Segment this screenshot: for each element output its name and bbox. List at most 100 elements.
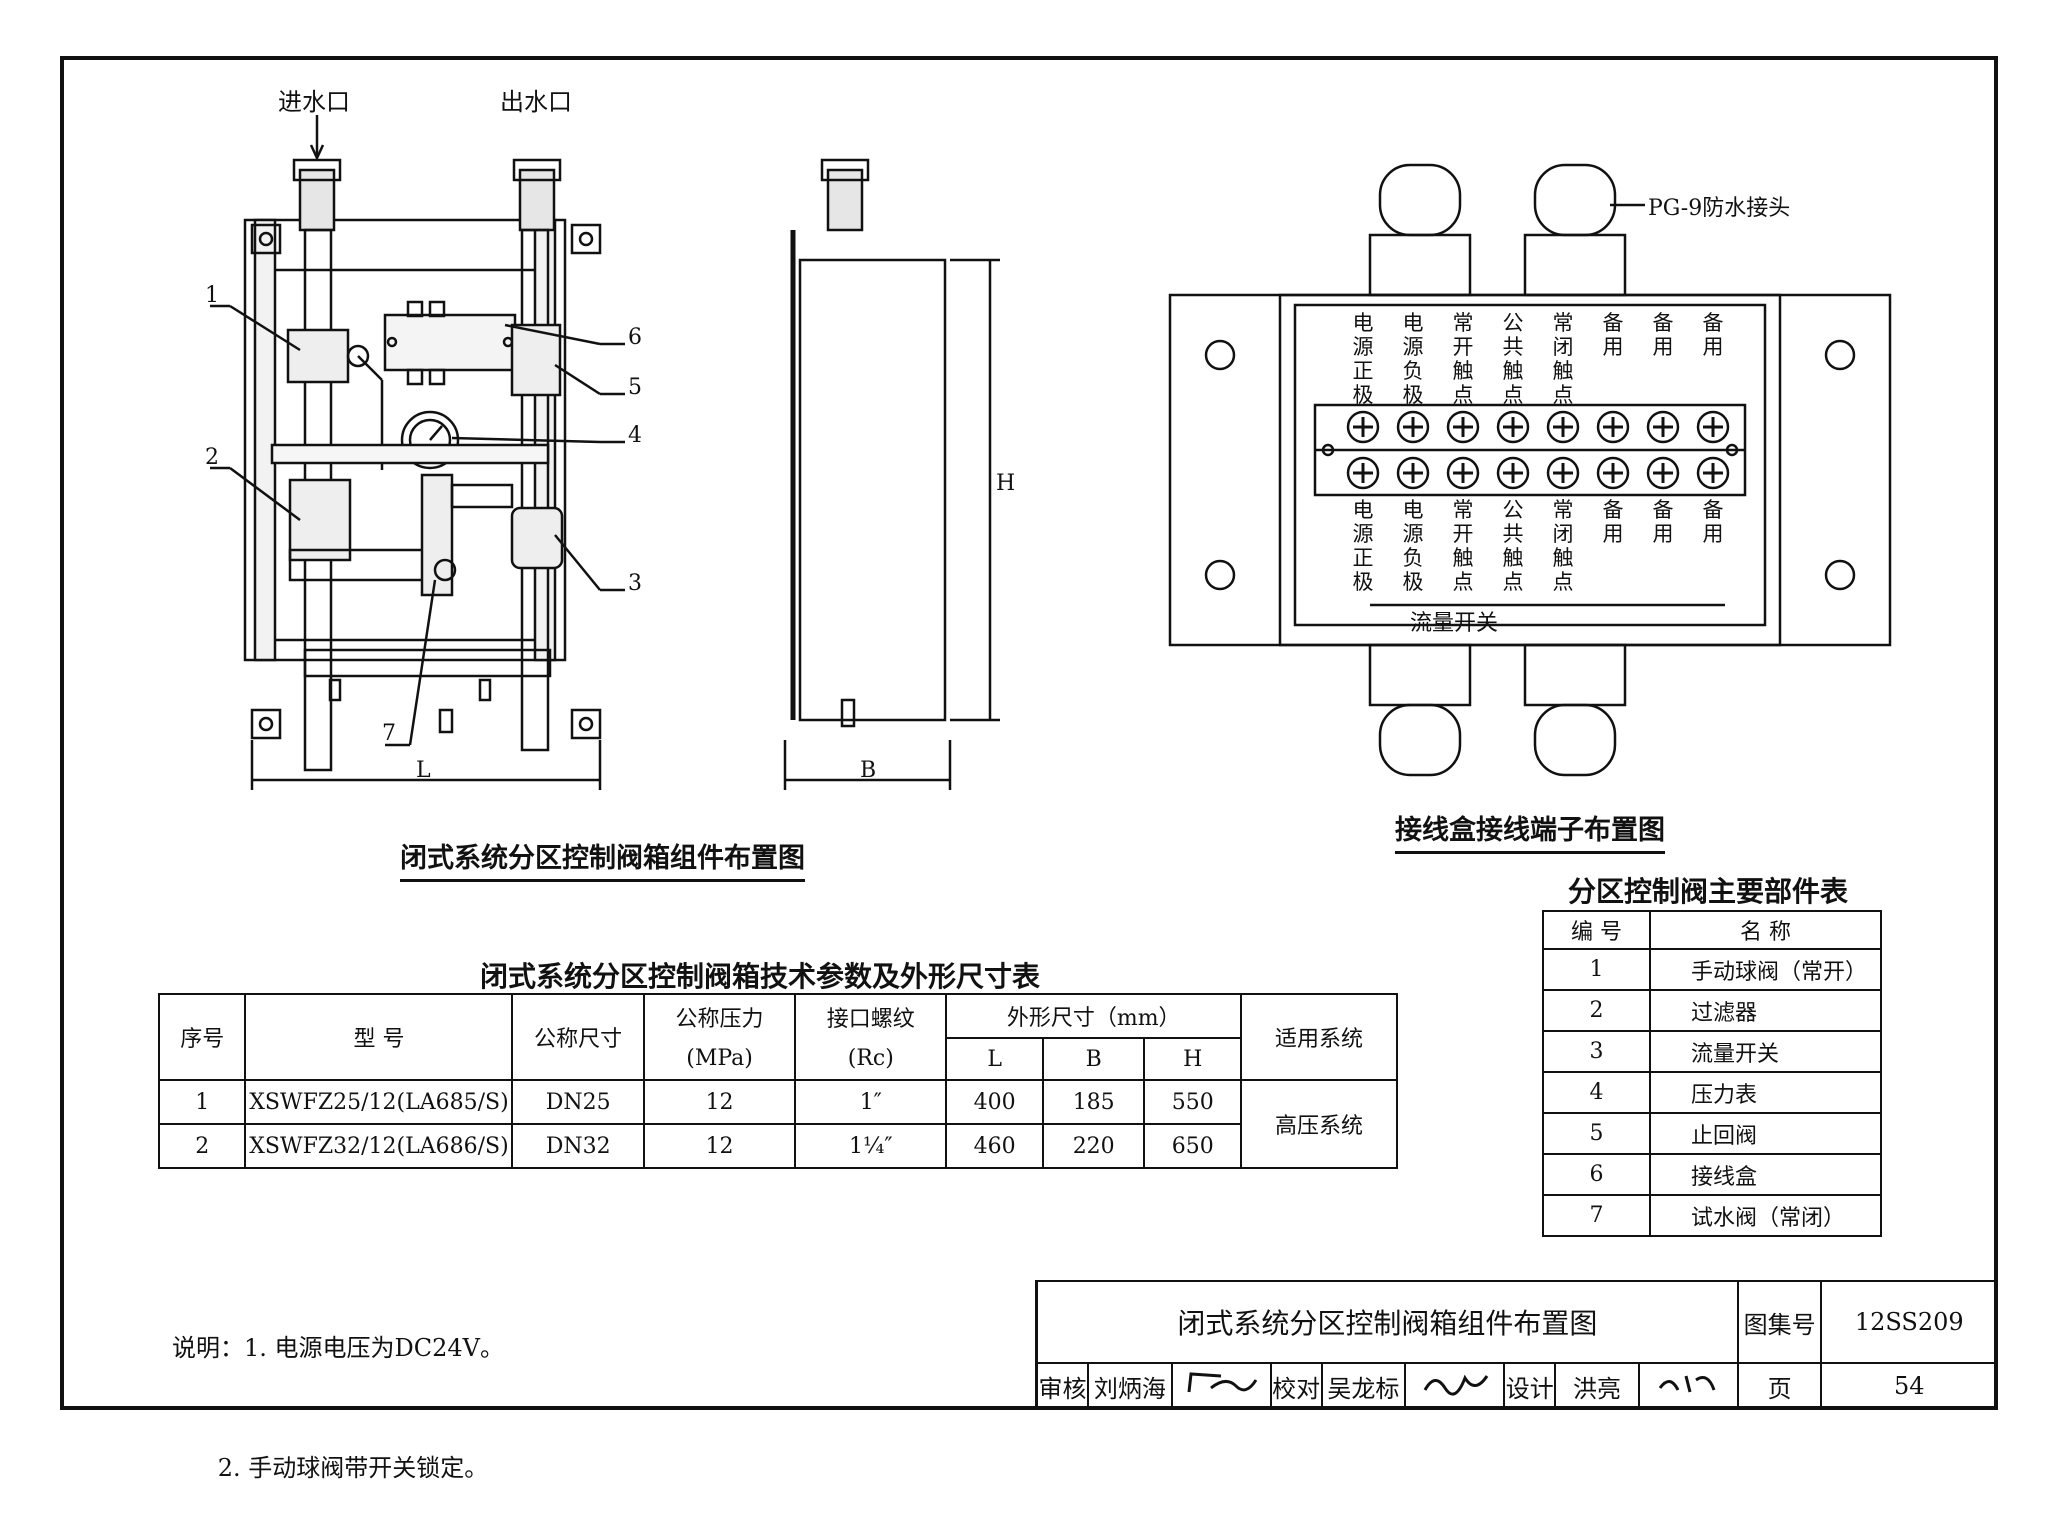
terminal-screw-slot bbox=[1353, 417, 1373, 437]
terminal-screw-slot bbox=[1653, 463, 1673, 483]
spec-cell-pressure: 12 bbox=[642, 1079, 797, 1125]
spec-header-pressure-unit: (MPa) bbox=[642, 1038, 797, 1081]
note-line-2: 2. 手动球阀带开关锁定。 bbox=[172, 1454, 489, 1482]
terminal-screw bbox=[1696, 410, 1730, 444]
spec-header-B: B bbox=[1041, 1037, 1146, 1081]
spec-row: 2 XSWFZ32/12(LA686/S) DN32 12 1¼″ 460 22… bbox=[157, 1123, 1397, 1169]
parts-cell-no: 6 bbox=[1542, 1153, 1651, 1196]
terminal-screw bbox=[1396, 456, 1430, 490]
spec-cell-B: 220 bbox=[1041, 1123, 1146, 1169]
parts-cell-name: 接线盒 bbox=[1649, 1153, 1882, 1196]
terminal-screw-slot bbox=[1453, 417, 1473, 437]
atlas-number: 12SS209 bbox=[1820, 1280, 1998, 1364]
parts-cell-no: 5 bbox=[1542, 1112, 1651, 1155]
dimension-L: L bbox=[416, 758, 431, 783]
terminal-label: 备用 bbox=[1703, 311, 1724, 359]
terminal-label: 备用 bbox=[1653, 311, 1674, 359]
terminal-screw bbox=[1346, 456, 1380, 490]
check-label: 校对 bbox=[1269, 1362, 1323, 1410]
terminal-label: 常闭触点 bbox=[1553, 498, 1574, 594]
spec-table-title: 闭式系统分区控制阀箱技术参数及外形尺寸表 bbox=[480, 960, 1041, 993]
spec-cell-no: 2 bbox=[157, 1123, 247, 1169]
spec-cell-B: 185 bbox=[1041, 1079, 1146, 1125]
spec-cell-H: 650 bbox=[1143, 1123, 1243, 1169]
page-number: 54 bbox=[1820, 1362, 1998, 1410]
pg9-connector-label: PG-9防水接头 bbox=[1648, 196, 1790, 221]
spec-cell-thread: 1″ bbox=[794, 1079, 948, 1125]
terminal-screw-slot bbox=[1703, 417, 1723, 437]
terminal-screw-slot bbox=[1503, 417, 1523, 437]
terminal-screw-slot bbox=[1653, 417, 1673, 437]
drawing-frame bbox=[60, 56, 1998, 1410]
terminal-screw-slot bbox=[1453, 463, 1473, 483]
callout-4: 4 bbox=[628, 423, 642, 448]
outlet-label: 出水口 bbox=[500, 88, 572, 116]
terminal-screw bbox=[1446, 456, 1480, 490]
reviewer-name: 刘炳海 bbox=[1087, 1362, 1173, 1410]
terminal-screw bbox=[1646, 456, 1680, 490]
title-block-drawing-title: 闭式系统分区控制阀箱组件布置图 bbox=[1035, 1280, 1739, 1364]
terminal-label: 常开触点 bbox=[1453, 498, 1474, 594]
dimension-B: B bbox=[860, 758, 876, 783]
junction-box-drawing-title: 接线盒接线端子布置图 bbox=[1395, 808, 1665, 854]
spec-cell-model: XSWFZ25/12(LA685/S) bbox=[244, 1079, 514, 1125]
checker-signature bbox=[1404, 1362, 1506, 1410]
spec-header-no: 序号 bbox=[157, 993, 247, 1081]
terminal-screw bbox=[1496, 410, 1530, 444]
parts-cell-no: 7 bbox=[1542, 1194, 1651, 1237]
callout-7: 7 bbox=[382, 721, 396, 746]
terminal-screw bbox=[1346, 410, 1380, 444]
callout-1: 1 bbox=[205, 283, 219, 308]
terminal-label: 备用 bbox=[1653, 498, 1674, 546]
terminal-screw bbox=[1446, 410, 1480, 444]
terminal-screw bbox=[1596, 410, 1630, 444]
terminal-label: 备用 bbox=[1603, 498, 1624, 546]
terminal-screw-slot bbox=[1603, 417, 1623, 437]
callout-2: 2 bbox=[205, 445, 219, 470]
terminal-label: 公共触点 bbox=[1503, 498, 1524, 594]
spec-header-system: 适用系统 bbox=[1240, 993, 1398, 1081]
spec-cell-size: DN32 bbox=[511, 1123, 645, 1169]
inlet-label: 进水口 bbox=[278, 88, 350, 116]
spec-header-size: 公称尺寸 bbox=[511, 993, 645, 1081]
parts-cell-name: 过滤器 bbox=[1649, 989, 1882, 1032]
notes: 说明：1. 电源电压为DC24V。 2. 手动球阀带开关锁定。 bbox=[172, 1248, 504, 1528]
checker-name: 吴龙标 bbox=[1320, 1362, 1407, 1410]
designer-name: 洪亮 bbox=[1554, 1362, 1640, 1410]
spec-header-L: L bbox=[945, 1037, 1044, 1081]
parts-table-title: 分区控制阀主要部件表 bbox=[1568, 875, 1849, 908]
terminal-screw-slot bbox=[1403, 417, 1423, 437]
parts-cell-no: 1 bbox=[1542, 948, 1651, 991]
valve-box-drawing-title: 闭式系统分区控制阀箱组件布置图 bbox=[400, 836, 805, 882]
reviewer-signature bbox=[1170, 1362, 1272, 1410]
terminal-label: 常闭触点 bbox=[1553, 311, 1574, 407]
terminal-label: 备用 bbox=[1603, 311, 1624, 359]
design-label: 设计 bbox=[1503, 1362, 1557, 1410]
terminal-label: 常开触点 bbox=[1453, 311, 1474, 407]
parts-cell-name: 止回阀 bbox=[1649, 1112, 1882, 1155]
spec-row: 1 XSWFZ25/12(LA685/S) DN25 12 1″ 400 185… bbox=[157, 1079, 1398, 1169]
terminal-screw bbox=[1396, 410, 1430, 444]
parts-cell-no: 2 bbox=[1542, 989, 1651, 1032]
terminal-screw-slot bbox=[1703, 463, 1723, 483]
parts-cell-name: 试水阀（常闭） bbox=[1649, 1194, 1882, 1237]
callout-5: 5 bbox=[628, 375, 642, 400]
terminal-label: 公共触点 bbox=[1503, 311, 1524, 407]
terminal-screw bbox=[1496, 456, 1530, 490]
spec-header-dims: 外形尺寸（mm） bbox=[945, 993, 1243, 1039]
parts-header-no: 编 号 bbox=[1542, 910, 1651, 950]
terminal-screw-slot bbox=[1403, 463, 1423, 483]
parts-cell-name: 压力表 bbox=[1649, 1071, 1882, 1114]
spec-header-H: H bbox=[1143, 1037, 1243, 1081]
terminal-screw bbox=[1696, 456, 1730, 490]
terminal-screw bbox=[1546, 456, 1580, 490]
